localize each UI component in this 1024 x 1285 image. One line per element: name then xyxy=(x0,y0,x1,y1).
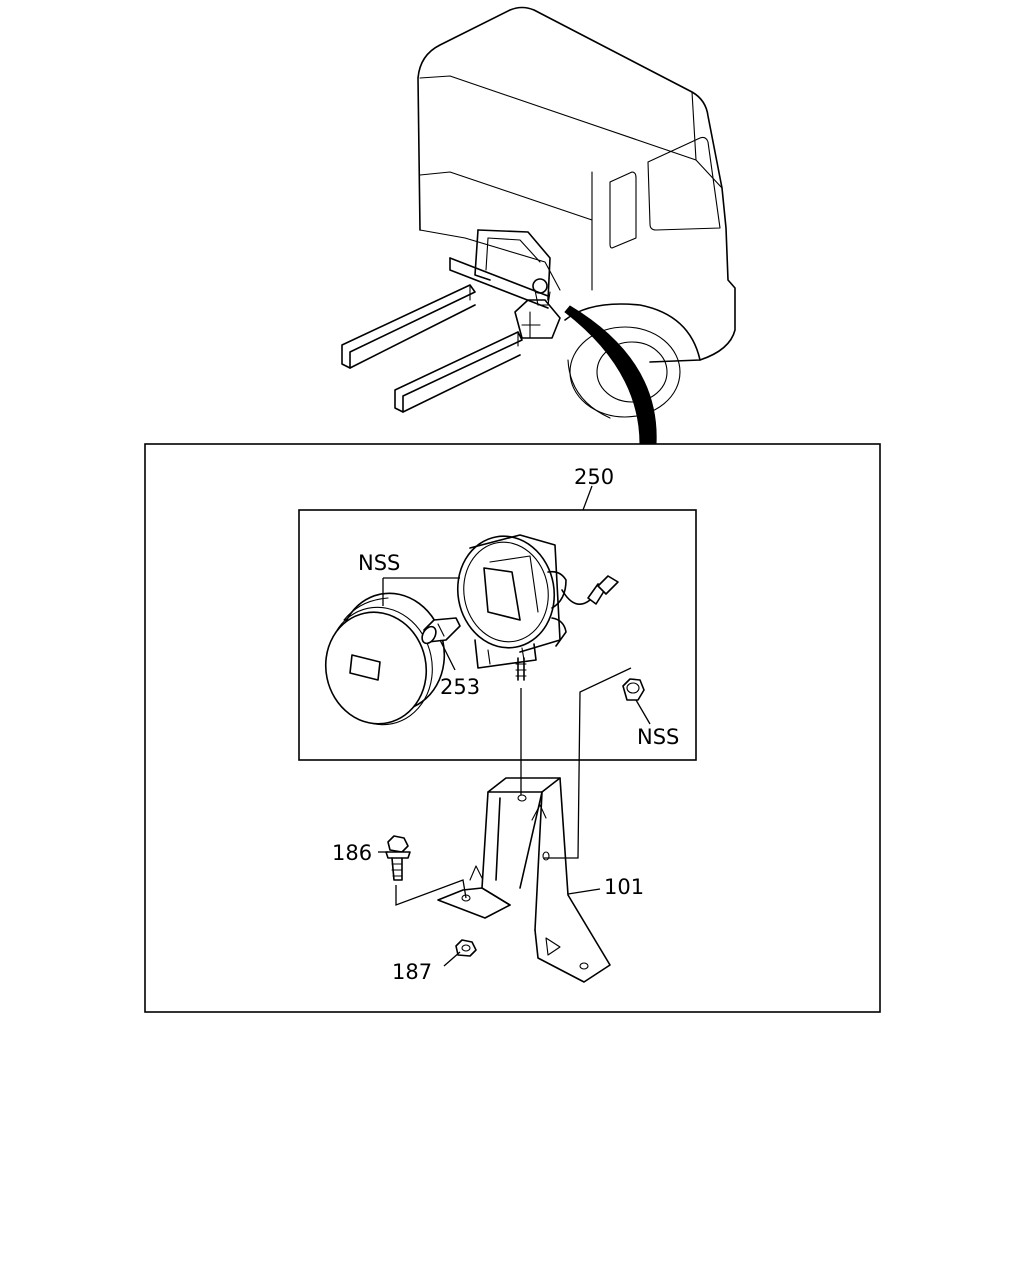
callout-101: 101 xyxy=(604,875,644,899)
callout-nss-nut: NSS xyxy=(637,725,679,749)
mounting-bracket xyxy=(437,777,611,983)
detail-outer-frame xyxy=(144,443,881,1013)
lamp-bulb xyxy=(421,617,461,645)
leader-250 xyxy=(582,485,593,511)
flange-bolt xyxy=(385,835,411,881)
callout-nss-upper: NSS xyxy=(358,551,400,575)
leader-nss-upper xyxy=(382,577,460,606)
nut-alignment-line xyxy=(544,667,632,859)
leader-253 xyxy=(439,639,456,671)
leader-187 xyxy=(443,951,461,967)
truck-cab-overview xyxy=(341,6,736,445)
bolt-alignment-line xyxy=(395,879,467,906)
flange-nut xyxy=(455,939,477,957)
leader-101 xyxy=(567,888,601,895)
fog-lamp-housing xyxy=(456,534,619,681)
assembly-250-frame xyxy=(298,509,697,761)
leader-nss-nut xyxy=(635,699,651,725)
callout-250: 250 xyxy=(574,465,614,489)
callout-253: 253 xyxy=(440,675,480,699)
fog-lamp-lens xyxy=(324,592,446,726)
callout-186: 186 xyxy=(332,841,372,865)
callout-187: 187 xyxy=(392,960,432,984)
nss-hex-nut xyxy=(622,678,645,701)
